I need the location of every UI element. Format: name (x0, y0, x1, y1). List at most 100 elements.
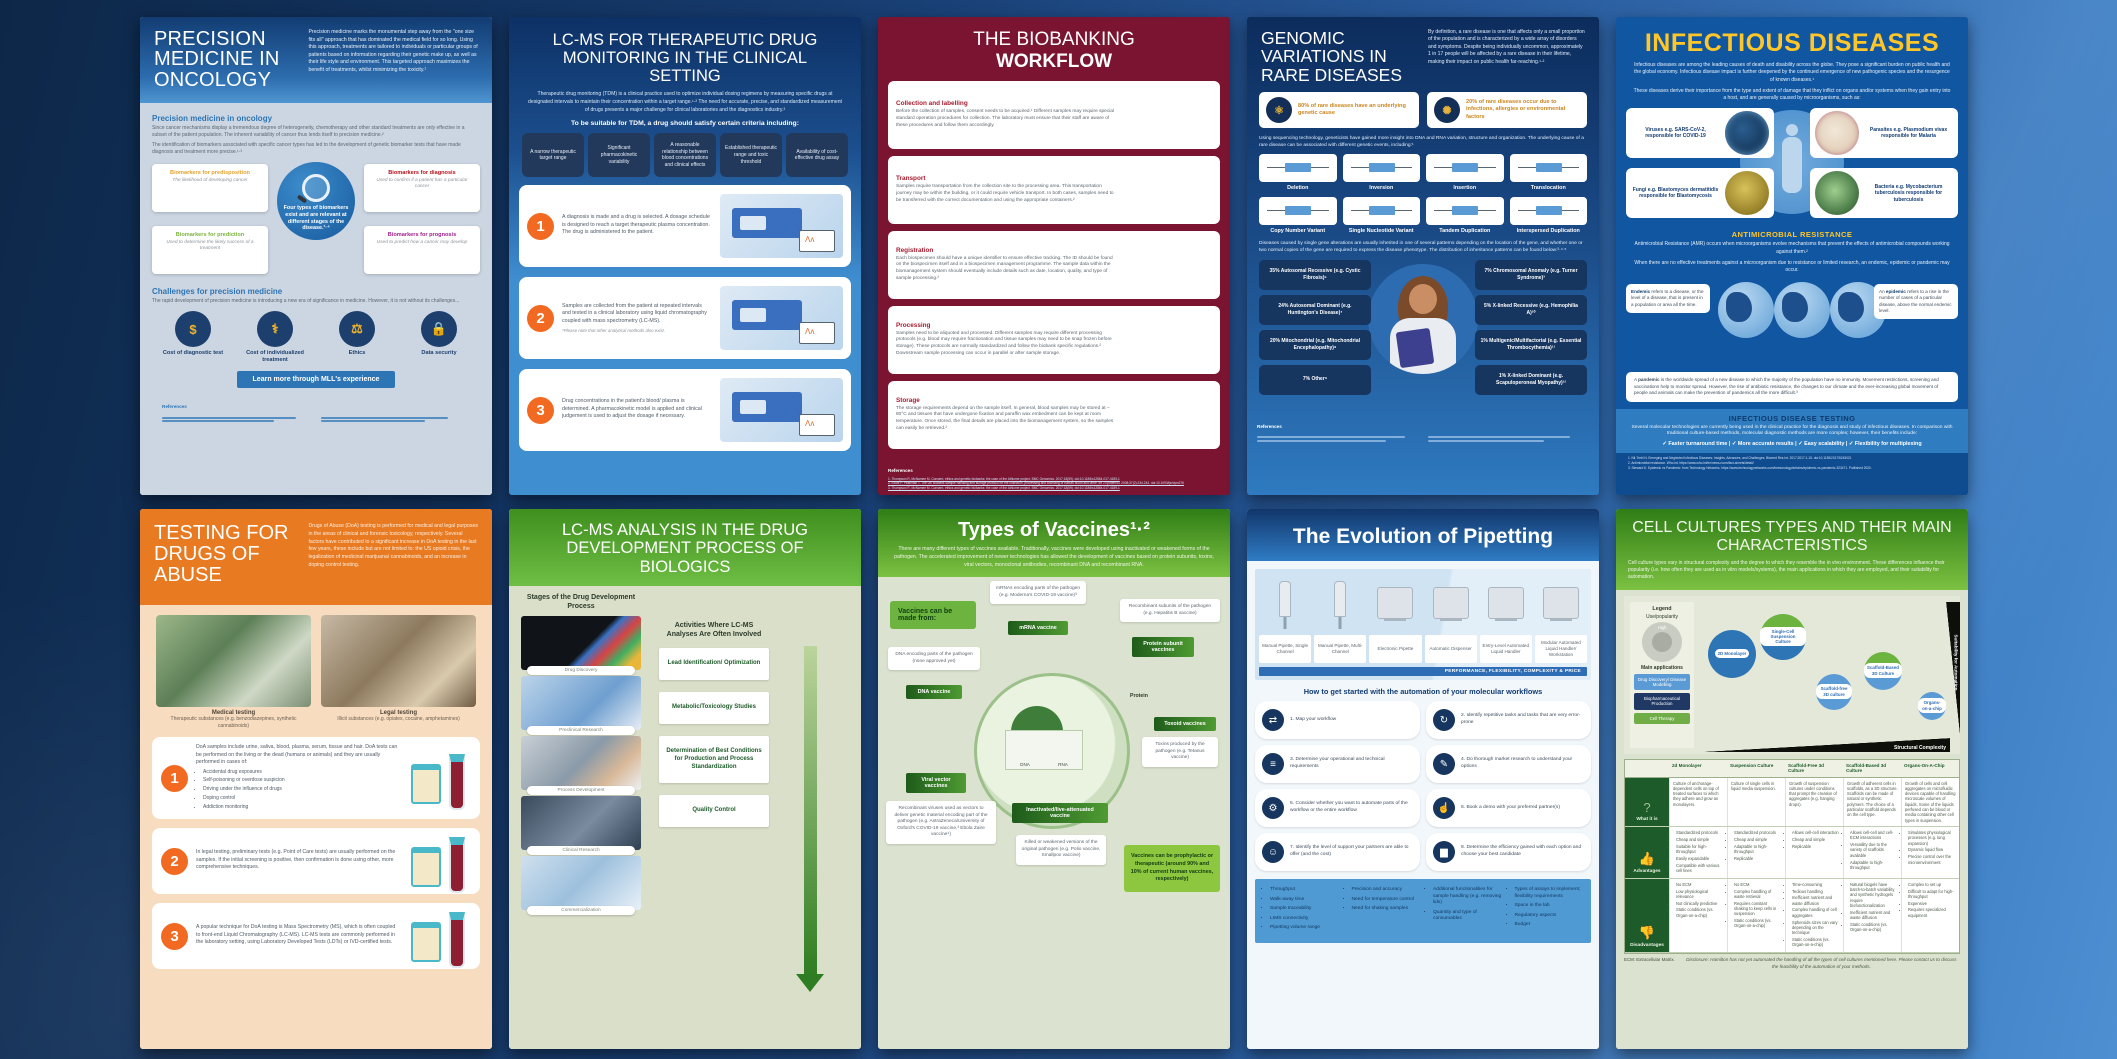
bullet: Space in the lab (1515, 903, 1584, 910)
stat-icon: ⚛ (1266, 97, 1292, 124)
inheritance-box: 7% Chromosomal Anomaly (e.g. Turner Synd… (1475, 259, 1587, 290)
poster-biobanking-workflow: THE BIOBANKING WORKFLOW Collection and l… (878, 17, 1230, 495)
highlight-box: Vaccines can be prophylactic or therapeu… (1124, 845, 1220, 892)
stage-column: Drug Discovery Preclinical Research Proc… (521, 616, 641, 916)
poster-intro: By definition, a rare disease is one tha… (1428, 29, 1585, 65)
bullet: Versatility due to the variety of scaffo… (1850, 842, 1898, 858)
workflow-illustration (1126, 312, 1212, 368)
product-column: Electronic Pipette (1369, 575, 1422, 663)
bubble-label: Single-Cell Suspension Culture (1760, 626, 1806, 647)
stat-text: 20% of rare diseases occur due to infect… (1466, 99, 1566, 120)
stage-photo (521, 856, 641, 911)
workflow-steps: Collection and labelling Before the coll… (878, 80, 1230, 449)
workflow-heading: Processing (896, 321, 931, 329)
step-icon: ↻ (1433, 709, 1455, 731)
step-bullets: Accidental drug exposuresSelf-poisoning … (196, 769, 399, 811)
y-axis-label: Suitability for Automation (1953, 634, 1959, 691)
testing-section: INFECTIOUS DISEASE TESTING Several molec… (1616, 408, 1968, 454)
vaccine-note: Killed or weakened versions of the origi… (1016, 835, 1106, 865)
table-cell: Culture of single cells in liquid media … (1727, 777, 1785, 827)
learn-more-button[interactable]: Learn more through MLL's experience (236, 370, 396, 388)
reference-links[interactable] (162, 415, 311, 424)
biomarker-label: Biomarkers for prognosis (387, 232, 457, 238)
culture-bubble: Scaffold-free 3D culture (1816, 673, 1852, 710)
reference-link[interactable]: 1. Nii-Trebi N. Emerging and Neglected I… (1628, 456, 1852, 461)
doa-steps: 1 DoA samples include urine, saliva, blo… (152, 737, 480, 970)
product-caption: Automatic Dispenser (1424, 635, 1477, 663)
workflow-heading: Collection and labelling (896, 100, 968, 108)
paragraph: The rapid development of precision medic… (152, 298, 460, 304)
step-description: In legal testing, preliminary tests (e.g… (196, 849, 396, 871)
poster-header: LC-MS ANALYSIS IN THE DRUG DEVELOPMENT P… (509, 509, 861, 587)
automation-step-card: ☺ 7. Identify the level of support your … (1255, 833, 1420, 871)
reference-link[interactable]: 1. Thompson R, McNamee M. Consent, ethic… (888, 476, 1120, 481)
pathogen-text: Viruses e.g. SARS-CoV-2, responsible for… (1645, 126, 1706, 140)
product-column: Manual Pipette, Single Channel (1259, 575, 1312, 663)
step-icon: ▆ (1433, 841, 1455, 863)
challenge-label: Ethics (348, 350, 366, 356)
bullet: Suitable for high-throughput (1676, 844, 1724, 855)
vaccine-note: Toxins produced by the pathogen (e.g. Te… (1142, 737, 1218, 767)
bullet: Additional functionalities for sample ha… (1433, 887, 1502, 907)
benefits-line: ✓ Faster turnaround time | ✓ More accura… (1662, 441, 1922, 448)
poster-body: Medical testing Therapeutic substances (… (140, 605, 492, 1049)
magnifier-icon (302, 174, 330, 202)
bullet: Expensive (1908, 901, 1956, 906)
inheritance-diagram: 35% Autosomal Recessive (e.g. Cystic Fib… (1259, 259, 1587, 410)
workflow-heading: Transport (896, 175, 926, 183)
reference-links[interactable] (1257, 435, 1418, 444)
product-column: Automatic Dispenser (1424, 575, 1477, 663)
bullet: Accidental drug exposures (203, 769, 399, 776)
made-from-box: Vaccines can be made from: (890, 601, 976, 630)
challenge-icon: ⚖ (339, 311, 375, 347)
protein-label: Protein (1130, 693, 1148, 700)
step-card: 2 In legal testing, preliminary tests (e… (152, 828, 480, 895)
workflow-card: Collection and labelling Before the coll… (888, 80, 1220, 149)
bullet: Need for temperature control (1352, 897, 1421, 904)
stage-tile: Preclinical Research (521, 676, 641, 736)
step-icon: ≡ (1262, 753, 1284, 775)
references-label: References (1257, 423, 1282, 429)
reference-link[interactable]: 2. Elliott P, Peakman T. The UK Biobank … (888, 481, 1184, 486)
reference-links[interactable] (1428, 435, 1589, 444)
performance-band-label: PERFORMANCE, FLEXIBILITY, COMPLEXITY & P… (1259, 667, 1587, 676)
considerations-column: Precision and accuracyNeed for temperatu… (1345, 887, 1421, 935)
biomarker-desc: Used to confirm if a patient has a parti… (376, 178, 468, 190)
medical-testing-photo (156, 615, 311, 707)
bullet: Not clinically predictive (1676, 901, 1724, 906)
virus-micrograph (1725, 111, 1769, 156)
variant-diagram (1426, 196, 1504, 225)
variant-diagram (1509, 154, 1587, 183)
variant-label: Single Nucleotide Variant (1348, 227, 1414, 234)
reference-link[interactable]: 2. Antimicrobial resistance. Who.int. ht… (1628, 461, 1754, 466)
poster-evolution-of-pipetting: The Evolution of Pipetting Manual Pipett… (1247, 509, 1599, 1049)
step-illustration (407, 910, 471, 969)
step-card: 3 Drug concentrations in the patient's b… (519, 369, 851, 452)
paragraph: The identification of biomarkers associa… (152, 142, 461, 155)
stage-label: Commercialization (527, 906, 635, 916)
culture-bubble: Scaffold-Based 3D Culture (1864, 651, 1902, 690)
product-caption: Entry-Level Automated Liquid Handler (1479, 635, 1532, 663)
references-label: References (162, 403, 187, 409)
paragraph: Infectious diseases are among the leadin… (1634, 62, 1950, 83)
poster-title: INFECTIOUS DISEASES (1644, 29, 1940, 57)
stat-cards: ⚛ 80% of rare diseases have an underlyin… (1247, 88, 1599, 132)
poster-title: THE BIOBANKING WORKFLOW (878, 17, 1230, 81)
reference-links[interactable] (321, 415, 470, 424)
culture-bubble: Single-Cell Suspension Culture (1760, 613, 1806, 660)
reference-link[interactable]: 3. Thompson R, McNamee M. Consent, ethic… (888, 486, 1120, 491)
biomarker-box: Biomarkers for prognosis Used to predict… (364, 226, 480, 274)
poster-body: DNA RNA Protein Vaccines can be made fro… (878, 577, 1230, 1049)
poster-title: PRECISION MEDICINE IN ONCOLOGY (154, 28, 280, 91)
biomarker-center-text: Four types of biomarkers exist and are r… (283, 205, 349, 232)
globe-illustration (1718, 282, 1774, 339)
testing-heading: INFECTIOUS DISEASE TESTING (1728, 413, 1856, 423)
poster-header: PRECISION MEDICINE IN ONCOLOGY Precision… (140, 17, 492, 103)
step-description: A popular technique for DoA testing is M… (196, 924, 396, 946)
vaccine-note: Recombinant subunits of the pathogen (e.… (1120, 599, 1220, 623)
header-spacer (1625, 760, 1669, 777)
pathogen-text: Fungi e.g. Blastomyces dermatitidis resp… (1632, 186, 1719, 200)
paragraph: When there are no effective treatments a… (1634, 259, 1950, 273)
reference-link[interactable]: 3. Steward K. Epidemic vs Pandemic: from… (1628, 465, 1872, 470)
stage-photo (521, 736, 641, 791)
